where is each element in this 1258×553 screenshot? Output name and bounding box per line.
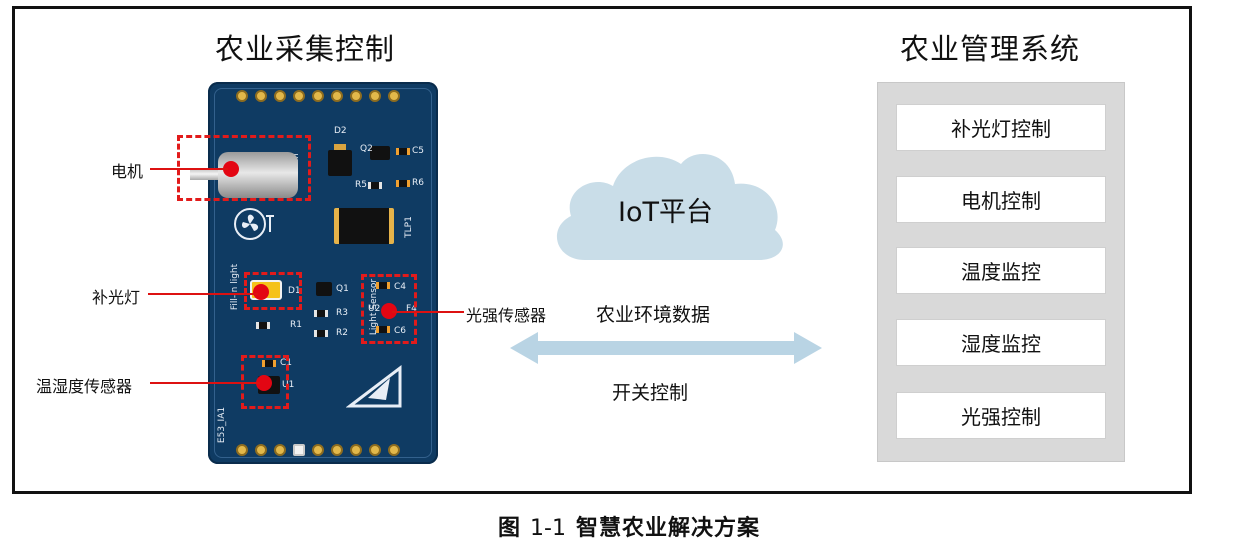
capacitor-c1 [262,360,276,367]
light-sensor-highlight [361,274,417,344]
motor-leader-line [150,168,228,170]
mgmt-item-light-control: 光强控制 [896,392,1106,439]
header-pad [312,90,324,102]
caption-number: 1-1 [530,516,566,541]
mgmt-item-fill-light-control: 补光灯控制 [896,104,1106,151]
header-pad [331,90,343,102]
board-outline [214,88,432,458]
capacitor-c6 [376,326,390,333]
silk-c4: C4 [394,282,407,292]
silk-r2: R2 [336,328,348,338]
silk-tlp1: TLP1 [403,216,414,238]
transistor-q1 [316,282,332,296]
silk-q2: Q2 [360,144,373,154]
bidirectional-arrow-icon [510,332,822,364]
fan-icon [234,208,274,240]
resistor-r5 [368,182,382,189]
motor-marker [223,161,239,177]
header-pad [369,444,381,456]
temp-humidity-label: 温湿度传感器 [36,377,133,396]
silk-f4: F4 [406,304,417,314]
temp-humidity-marker [256,375,272,391]
downstream-control-label: 开关控制 [612,382,689,404]
motor-shaft [190,168,220,180]
header-pad [274,444,286,456]
diode-d2 [328,150,352,176]
iot-cloud-icon [556,153,783,260]
silk-r1: R1 [290,320,302,330]
left-title: 农业采集控制 [215,32,396,66]
header-pad [331,444,343,456]
header-pad [350,90,362,102]
fill-light-label: 补光灯 [92,288,141,307]
capacitor-c5 [396,148,410,155]
silk-r3: R3 [336,308,348,318]
caption-text: 智慧农业解决方案 [575,516,760,541]
header-pad [369,90,381,102]
capacitor-c4 [376,282,390,289]
esd-warning-icon [346,364,402,408]
temp-humidity-leader-line [150,382,260,384]
diode-lead [334,144,346,150]
sensor-board: D2 Q2 C5 R5 R6 Fan TLP1 Fill-in light D1… [208,82,438,464]
resistor-r6 [396,180,410,187]
header-pad [350,444,362,456]
light-sensor-label: 光强传感器 [466,306,547,325]
fill-light-highlight [244,272,302,310]
motor-label: 电机 [111,162,144,181]
header-pad [255,444,267,456]
mgmt-item-humidity-monitor: 湿度监控 [896,319,1106,366]
resistor-r3 [314,310,328,317]
header-pad [293,90,305,102]
bottom-header-pads [236,444,400,456]
resistor-r2 [314,330,328,337]
resistor-r1 [256,322,270,329]
silk-board-id: E53_IA1 [217,406,228,444]
silk-d2: D2 [334,126,347,136]
silk-q1: Q1 [336,284,349,294]
header-pad [236,444,248,456]
transistor-q2 [370,146,390,160]
silk-c6: C6 [394,326,407,336]
silk-c5: C5 [412,146,425,156]
fill-light-leader-line [148,293,258,295]
silk-r6: R6 [412,178,424,188]
header-pad [274,90,286,102]
light-sensor-leader-line [392,311,464,313]
iot-platform-label: IoT平台 [618,197,713,228]
light-sensor-marker [381,303,397,319]
mgmt-item-motor-control: 电机控制 [896,176,1106,223]
optocoupler-tlp1 [334,208,394,244]
top-header-pads [236,90,400,102]
silk-r5: R5 [355,180,367,190]
header-pad [236,90,248,102]
fill-light-marker [253,284,269,300]
header-pad-square [293,444,305,456]
header-pad [388,90,400,102]
upstream-data-label: 农业环境数据 [596,304,711,326]
silk-d1: D1 [288,286,301,296]
silk-fill-in-light: Fill-in light [230,263,241,311]
header-pad [255,90,267,102]
right-title: 农业管理系统 [900,32,1081,66]
mgmt-item-temperature-monitor: 温度监控 [896,247,1106,294]
header-pad [388,444,400,456]
figure-caption: 图 1-1 智慧农业解决方案 [0,510,1258,542]
caption-prefix: 图 [498,516,521,541]
header-pad [312,444,324,456]
silk-u2: U2 [368,304,381,314]
